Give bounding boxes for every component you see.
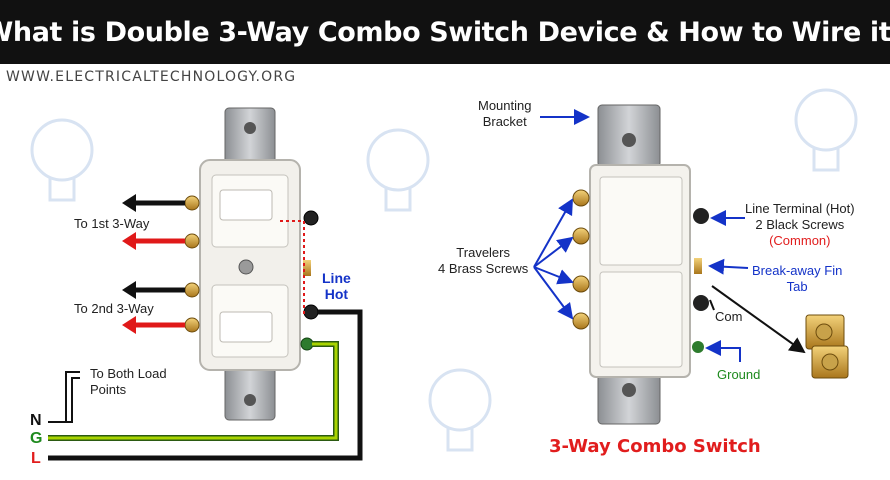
label-to-both-load-points: To Both Load Points: [90, 366, 167, 397]
neutral-wire: [48, 371, 80, 423]
label-line-hot: Line Hot: [322, 270, 351, 302]
label-arrows: [533, 109, 806, 362]
traveler-arrows: [122, 194, 185, 334]
website-url: WWW.ELECTRICALTECHNOLOGY.ORG: [6, 69, 297, 85]
label-breakaway-tab: Break-away Fin Tab: [752, 263, 843, 294]
wire-letter-l: L: [31, 450, 41, 467]
label-travelers: Travelers 4 Brass Screws: [438, 245, 529, 276]
label-com: Com: [715, 309, 743, 324]
wire-letter-n: N: [30, 412, 42, 429]
internal-jumper: [280, 220, 305, 314]
label-mounting-bracket: Mounting Bracket: [478, 98, 532, 129]
label-to-first-3way: To 1st 3-Way: [74, 216, 150, 231]
label-to-second-3way: To 2nd 3-Way: [74, 301, 154, 316]
bulb-watermark-icon: [30, 88, 858, 452]
left-combo-switch: [184, 107, 319, 421]
hot-wire: [48, 309, 363, 461]
label-ground: Ground: [717, 367, 761, 382]
wire-letter-g: G: [30, 430, 43, 447]
label-line-terminal: Line Terminal (Hot) 2 Black Screws (Comm…: [745, 201, 855, 248]
diagram-caption: 3-Way Combo Switch: [549, 436, 761, 457]
breakaway-tab-detail: [805, 314, 849, 379]
label-common: (Common): [769, 233, 831, 248]
page-title: What is Double 3-Way Combo Switch Device…: [0, 0, 890, 64]
right-combo-switch: [572, 104, 709, 425]
